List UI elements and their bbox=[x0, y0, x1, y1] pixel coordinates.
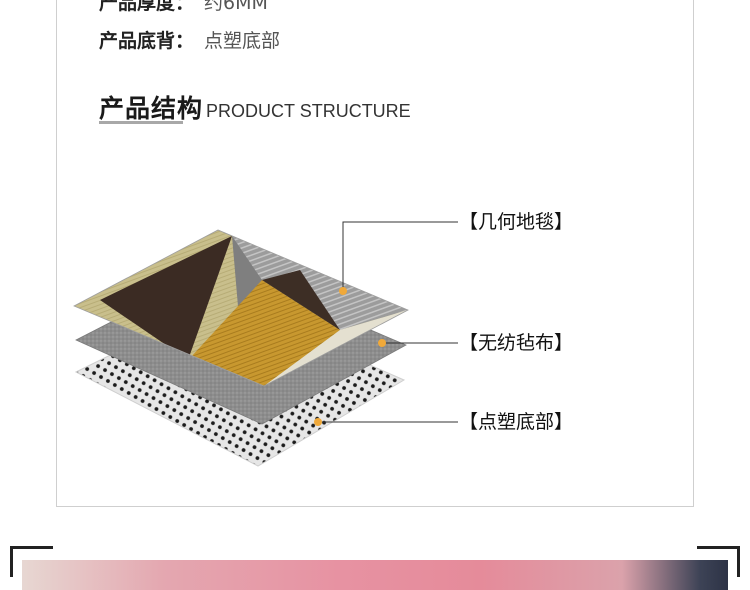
next-section-frame bbox=[10, 546, 740, 590]
product-photo-strip bbox=[22, 560, 728, 590]
layer-label-felt: 【无纺毡布】 bbox=[459, 332, 574, 354]
spec-backing-label: 产品底背： bbox=[99, 30, 195, 52]
frame-corner-left bbox=[10, 546, 53, 577]
spec-thickness-row: 产品厚度： 约6MM bbox=[99, 0, 268, 15]
section-title-en: PRODUCT STRUCTURE bbox=[206, 101, 411, 121]
leader-dot-rug bbox=[339, 287, 347, 295]
leader-dot-felt bbox=[378, 339, 386, 347]
layer-label-rug: 【几何地毯】 bbox=[459, 211, 574, 233]
section-title-cn: 产品结构 bbox=[99, 94, 204, 123]
spec-backing-row: 产品底背： 点塑底部 bbox=[99, 29, 280, 53]
spec-thickness-value: 约6MM bbox=[204, 0, 268, 14]
section-title-underline bbox=[99, 121, 183, 124]
spec-thickness-label: 产品厚度： bbox=[99, 0, 195, 14]
layer-diagram bbox=[73, 221, 458, 467]
spec-backing-value: 点塑底部 bbox=[204, 30, 281, 52]
leader-dot-backing bbox=[314, 418, 322, 426]
frame-corner-right bbox=[697, 546, 740, 577]
leader-line-rug bbox=[342, 221, 458, 291]
geometric-rug-layer bbox=[74, 230, 408, 386]
layer-label-backing: 【点塑底部】 bbox=[459, 411, 574, 433]
